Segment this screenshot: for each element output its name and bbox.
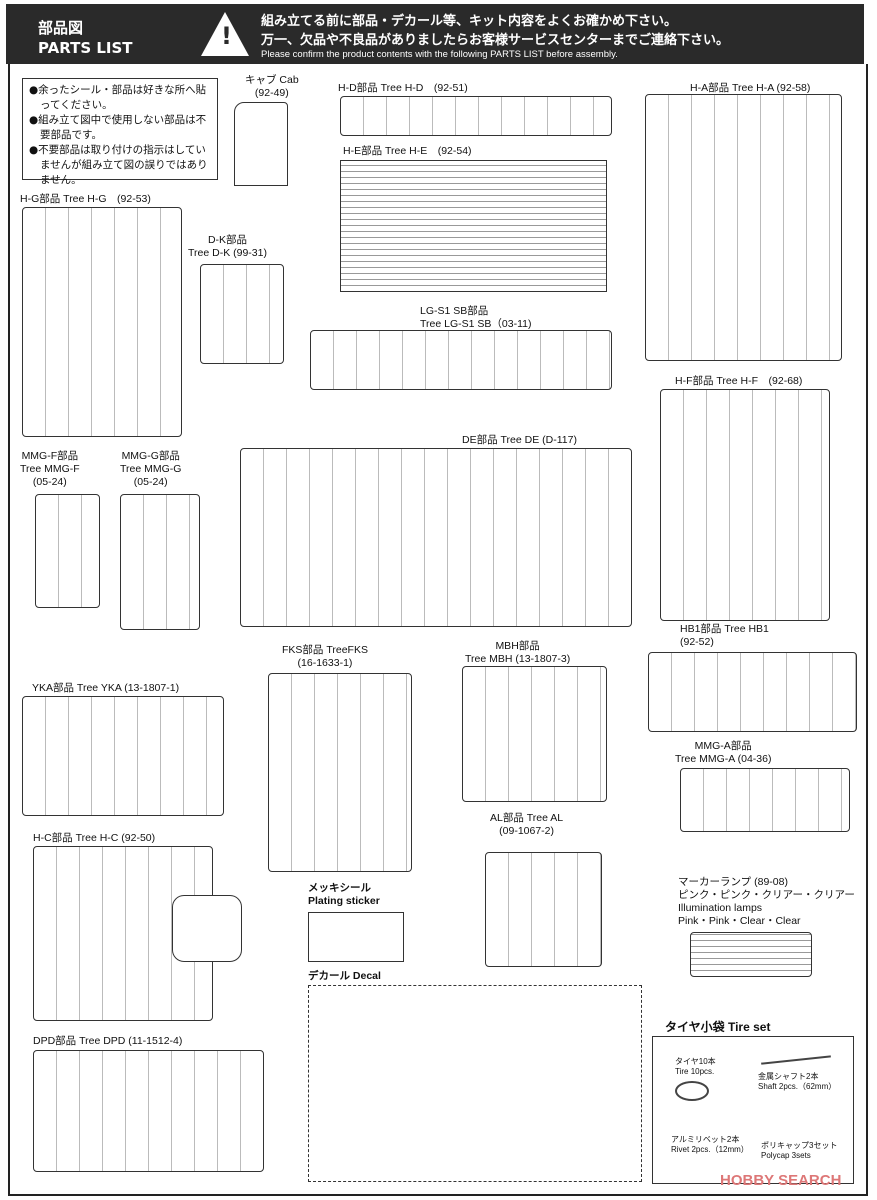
tire-icon <box>675 1081 709 1101</box>
tire-set-label: タイヤ小袋 Tire set <box>665 1020 771 1034</box>
tree-al <box>485 852 602 967</box>
tree-dpd-label: DPD部品 Tree DPD (11-1512-4) <box>33 1035 183 1047</box>
tree-yka-label: YKA部品 Tree YKA (13-1807-1) <box>32 682 180 694</box>
tree-mbh <box>462 666 607 802</box>
tire-set-box: タイヤ10本 Tire 10pcs. 金属シャフト2本 Shaft 2pcs.（… <box>652 1036 854 1184</box>
tree-de <box>240 448 632 627</box>
note: ●組み立て図中で使用しない部品は不要部品です。 <box>29 114 207 141</box>
tree-he-label: H-E部品 Tree H-E (92-54) <box>343 145 472 157</box>
tree-ha <box>645 94 842 361</box>
tire-label: タイヤ10本 Tire 10pcs. <box>675 1057 716 1076</box>
tree-mmga <box>680 768 850 832</box>
tree-de-label: DE部品 Tree DE (D-117) <box>462 434 577 446</box>
tree-hf-label: H-F部品 Tree H-F (92-68) <box>675 375 803 387</box>
tree-lg <box>310 330 612 390</box>
tree-al-label: AL部品 Tree AL (09-1067-2) <box>490 812 564 837</box>
header-title: 部品図 PARTS LIST <box>38 18 133 58</box>
notes-box: ●余ったシール・部品は好きな所へ貼ってください。 ●組み立て図中で使用しない部品… <box>22 78 218 186</box>
tree-mmgf-label: MMG-F部品 Tree MMG-F (05-24) <box>20 450 80 488</box>
decal-sheet <box>308 985 642 1182</box>
warning-jp-1: 組み立てる前に部品・デカール等、キット内容をよくお確かめ下さい。 <box>261 14 678 29</box>
warning-jp-2: 万一、欠品や不良品がありましたらお客様サービスセンターまでご連絡下さい。 <box>261 33 730 48</box>
tree-yka <box>22 696 224 816</box>
shaft-icon <box>761 1055 831 1065</box>
tree-he <box>340 160 607 292</box>
header-banner: 部品図 PARTS LIST 組み立てる前に部品・デカール等、キット内容をよくお確… <box>6 4 864 64</box>
polycap-label: ポリキャップ3セット Polycap 3sets <box>761 1141 838 1160</box>
plating-sticker <box>308 912 404 962</box>
tree-hg <box>22 207 182 437</box>
note: ●不要部品は取り付けの指示はしていませんが組み立て図の誤りではありません。 <box>29 144 208 186</box>
tree-hd-label: H-D部品 Tree H-D (92-51) <box>338 82 468 94</box>
tree-mmgg <box>120 494 200 630</box>
tree-mmga-label: MMG-A部品 Tree MMG-A (04-36) <box>675 740 772 765</box>
tree-mbh-label: MBH部品 Tree MBH (13-1807-3) <box>465 640 571 665</box>
shaft-label: 金属シャフト2本 Shaft 2pcs.（62mm） <box>758 1072 837 1091</box>
tree-fks-label: FKS部品 TreeFKS (16-1633-1) <box>282 644 368 669</box>
cab-label: キャブ Cab (92-49) <box>245 74 299 99</box>
tree-dpd <box>33 1050 264 1172</box>
tree-hc-label: H-C部品 Tree H-C (92-50) <box>33 832 156 844</box>
tree-hc-panel <box>172 895 242 962</box>
tree-hd <box>340 96 612 136</box>
watermark: HOBBY SEARCH <box>720 1172 842 1189</box>
page-frame <box>8 64 868 1196</box>
tree-hf <box>660 389 830 621</box>
tree-lg-label: LG-S1 SB部品 Tree LG-S1 SB（03-11) <box>420 305 532 330</box>
illumination-lamps <box>690 932 812 977</box>
tree-dk-label: D-K部品 Tree D-K (99-31) <box>188 234 267 259</box>
tree-mmgg-label: MMG-G部品 Tree MMG-G (05-24) <box>120 450 182 488</box>
illumination-lamps-label: マーカーランプ (89-08) ピンク・ピンク・クリアー・クリアー Illumi… <box>678 876 855 927</box>
tree-dk <box>200 264 284 364</box>
warning-icon <box>201 12 249 56</box>
tree-hb1-label: HB1部品 Tree HB1 (92-52) <box>680 623 769 648</box>
rivet-label: アルミリベット2本 Rivet 2pcs.（12mm） <box>671 1135 749 1154</box>
tree-hb1 <box>648 652 857 732</box>
tree-fks <box>268 673 412 872</box>
note: ●余ったシール・部品は好きな所へ貼ってください。 <box>29 84 207 111</box>
warning-en: Please confirm the product contents with… <box>261 49 618 60</box>
tree-ha-label: H-A部品 Tree H-A (92-58) <box>690 82 811 94</box>
tree-mmgf <box>35 494 100 608</box>
title-jp: 部品図 <box>38 19 84 37</box>
tree-hg-label: H-G部品 Tree H-G (92-53) <box>20 193 151 205</box>
title-en: PARTS LIST <box>38 39 133 57</box>
decal-label: デカール Decal <box>308 970 381 982</box>
plating-sticker-label: メッキシール Plating sticker <box>308 882 380 907</box>
cab-part <box>234 102 288 186</box>
